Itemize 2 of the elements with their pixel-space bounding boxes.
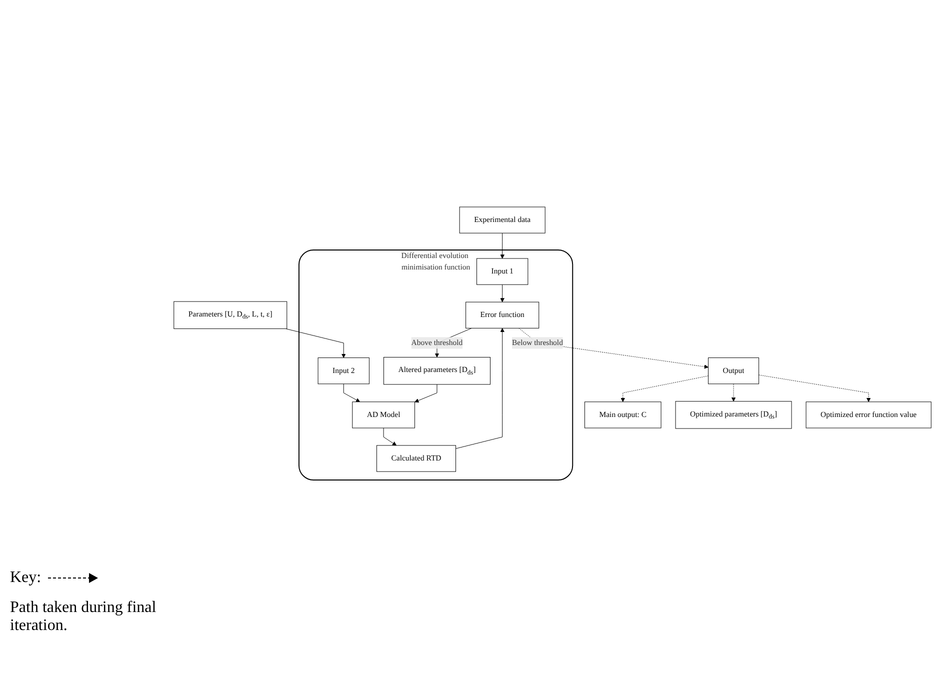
key-heading: Key: (10, 569, 42, 587)
legend-text: Path taken during final iteration. (10, 599, 158, 635)
